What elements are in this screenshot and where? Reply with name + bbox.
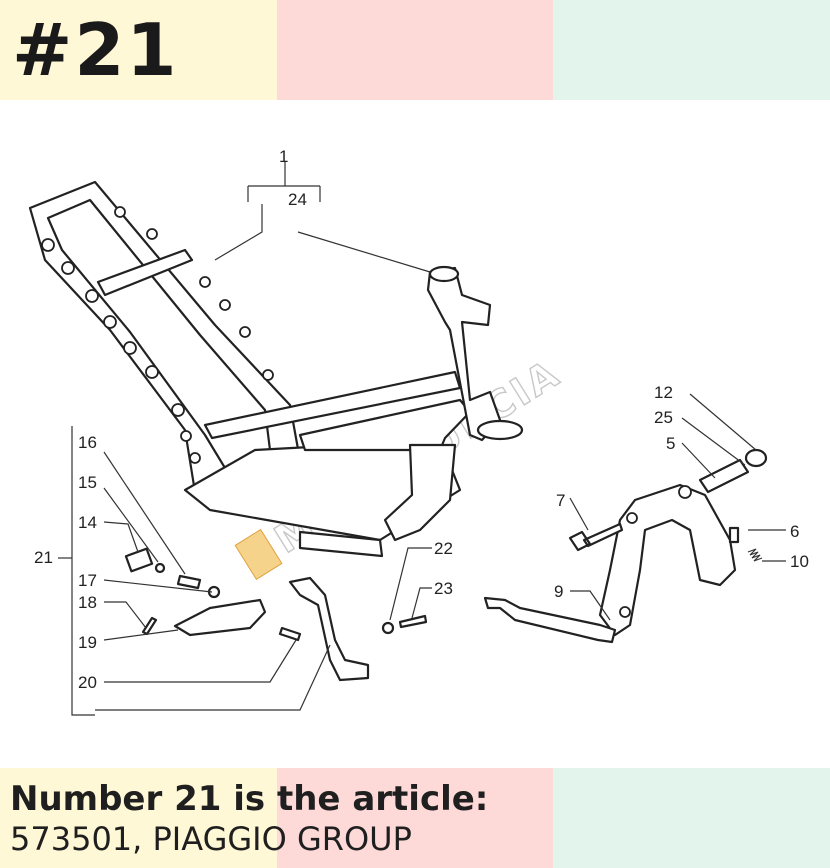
callout-10: 10: [790, 552, 809, 571]
footer-band-pink: [277, 768, 553, 868]
callout-22: 22: [434, 539, 453, 558]
steering-head: [426, 266, 502, 442]
frame-down-tube: [298, 398, 472, 452]
leader-5: [681, 442, 716, 479]
frame-hole: [41, 238, 55, 252]
frame-hole: [189, 452, 201, 464]
center-stand-group: [381, 448, 768, 644]
callout-12: 12: [654, 383, 673, 402]
stand-lever: [483, 596, 617, 644]
frame-hole: [103, 315, 117, 329]
frame-hole: [145, 365, 159, 379]
frame-hole: [171, 403, 185, 417]
leader-14: [103, 521, 139, 553]
header-band-yellow: [0, 0, 277, 100]
cotter-pin: [141, 616, 158, 636]
frame-hole: [114, 206, 126, 218]
callout-18: 18: [78, 593, 97, 612]
leader-24: [297, 231, 431, 273]
callout-17: 17: [78, 571, 97, 590]
frame-hole: [239, 326, 251, 338]
leader-19: [103, 629, 179, 641]
leader-17: [103, 579, 213, 593]
footrest-bolt: [176, 574, 202, 590]
frame-hole: [146, 228, 158, 240]
callout-6: 6: [790, 522, 799, 541]
stand-hole: [678, 485, 692, 499]
callout-25: 25: [654, 408, 673, 427]
header-band-pink: [277, 0, 553, 100]
caption-article: 573501, PIAGGIO GROUP: [10, 820, 412, 858]
callout-1: 1: [279, 147, 288, 166]
rubber-block: [124, 547, 154, 573]
header-color-band: [0, 0, 830, 100]
leader-1: [214, 204, 263, 261]
leader-18: [104, 601, 147, 629]
screw: [398, 614, 428, 629]
leader-15: [103, 487, 159, 563]
callout-9: 9: [554, 582, 563, 601]
leader-9: [570, 590, 611, 621]
frame-front-bar: [298, 530, 384, 558]
frame-hole: [219, 299, 231, 311]
exploded-parts-diagram: MOTOMURCIA: [28, 147, 809, 716]
steering-head-top: [428, 265, 460, 283]
leader-7: [569, 497, 589, 531]
frame-curve-tube: [383, 443, 457, 542]
callout-23: 23: [434, 579, 453, 598]
clip: [728, 526, 740, 544]
stand-hole: [626, 512, 638, 524]
stand-hole: [619, 606, 631, 618]
leader-lines: [58, 162, 786, 716]
small-pin: [154, 562, 166, 574]
callout-7: 7: [556, 491, 565, 510]
steering-head-bottom: [476, 419, 524, 441]
bracket-1: [247, 162, 321, 202]
washer: [381, 621, 395, 635]
frame-hole: [199, 276, 211, 288]
callout-16: 16: [78, 433, 97, 452]
callout-20: 20: [78, 673, 97, 692]
leader-12: [689, 393, 757, 451]
bracket-21: [71, 426, 95, 716]
frame-crossbar: [96, 248, 194, 297]
header-band-green: [553, 0, 830, 100]
leader-23: [411, 587, 432, 619]
leader-22: [389, 547, 432, 621]
callout-5: 5: [666, 434, 675, 453]
callout-labels: 1 24 12 25 5 7 6 10 9 22 23 16 15 14 21 …: [34, 147, 809, 692]
frame-hole: [85, 289, 99, 303]
footer-band-green: [553, 768, 830, 868]
leader-25: [681, 417, 746, 466]
pivot-shaft: [278, 626, 302, 642]
leader-20: [104, 639, 297, 683]
footer-color-band: [0, 768, 830, 868]
frame-hole: [123, 341, 137, 355]
caption-title: Number 21 is the article:: [10, 779, 489, 819]
pivot-pin: [698, 458, 750, 494]
callout-15: 15: [78, 473, 97, 492]
kick-lever: [288, 576, 370, 682]
frame-assembly: [28, 180, 524, 558]
spring: [747, 548, 763, 562]
leader-16: [103, 451, 186, 575]
frame-hole: [262, 369, 274, 381]
footer-band-yellow: [0, 768, 277, 868]
callout-24: 24: [288, 190, 307, 209]
frame-hole: [61, 261, 75, 275]
frame-hole: [180, 430, 192, 442]
callout-14: 14: [78, 513, 97, 532]
nut: [744, 448, 768, 468]
callout-19: 19: [78, 633, 97, 652]
bolt: [568, 522, 624, 552]
part-number-heading: #21: [12, 8, 179, 92]
footrest-pad: [173, 598, 267, 637]
callout-21: 21: [34, 548, 53, 567]
leader-21-lever: [95, 644, 331, 711]
footrest-group: [124, 547, 370, 682]
